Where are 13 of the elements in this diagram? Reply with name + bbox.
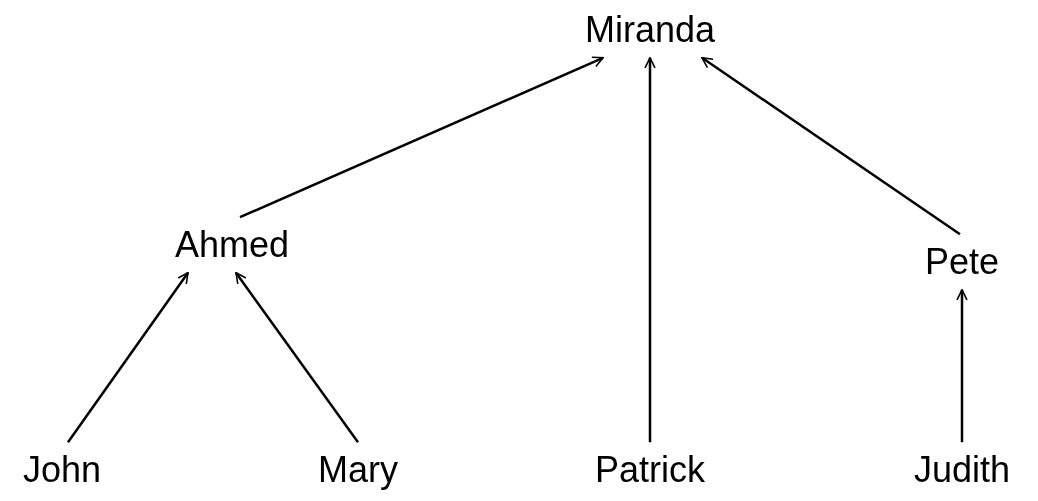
arrow [66, 272, 190, 443]
name-label: Miranda [584, 10, 716, 50]
name-label: Mary [318, 450, 398, 490]
name-label: Patrick [595, 450, 705, 490]
arrow [701, 56, 961, 236]
arrow [239, 56, 604, 219]
arrow [644, 57, 656, 443]
name-label: John [22, 450, 102, 490]
name-label: Pete [924, 242, 1000, 282]
arrow [235, 272, 359, 443]
name-label: Ahmed [174, 225, 290, 265]
name-label: Judith [913, 450, 1011, 490]
arrow [956, 289, 968, 443]
